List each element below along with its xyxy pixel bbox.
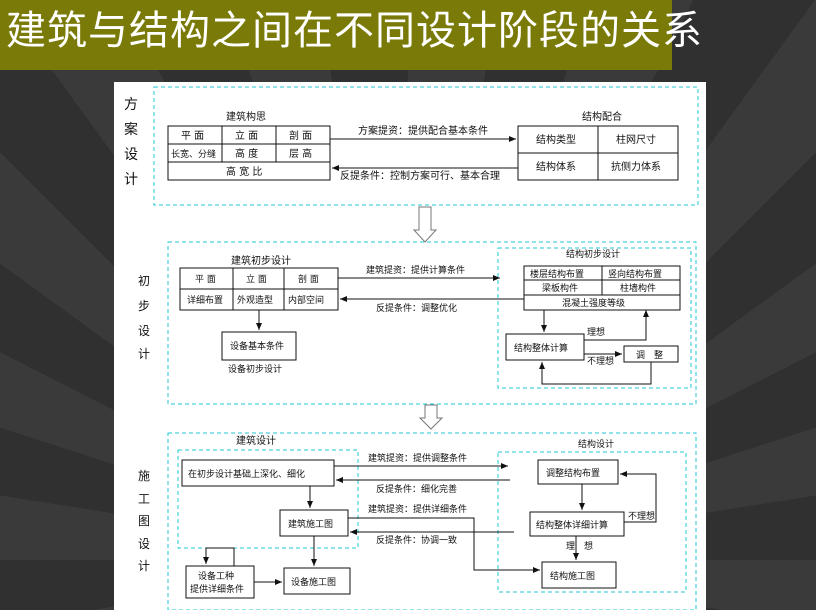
feedback-label: 反提条件：控制方案可行、基本合理 <box>340 169 500 182</box>
struct-subframe <box>497 247 692 389</box>
stage-label-char: 图 <box>138 514 150 528</box>
struct-cell: 竖向结构布置 <box>608 268 662 280</box>
equip-basic-box <box>221 331 297 361</box>
forward-label: 建筑提资：提供调整条件 <box>368 452 467 464</box>
arch-cell: 平 面 <box>195 274 216 285</box>
equip-drawing-label: 设备施工图 <box>291 576 336 588</box>
forward-label: 建筑提资：提供详细条件 <box>368 503 467 515</box>
stage-label-char: 计 <box>124 172 138 188</box>
adjust-label: 调 整 <box>636 349 663 361</box>
struct-cell: 抗侧力体系 <box>611 160 661 173</box>
stage-label-char: 方 <box>124 97 138 113</box>
ideal-label: 理想 <box>587 326 605 338</box>
stage-frame <box>167 241 697 405</box>
arch-cell: 长宽、分缝 <box>171 148 216 160</box>
struct-drawing-label: 结构施工图 <box>550 570 595 582</box>
flow-diagram: 方 案 设 计 建筑构思 平 面 立 面 剖 面 长宽、分缝 高 度 层 高 高… <box>124 86 699 610</box>
equip-basic-label: 设备基本条件 <box>230 340 284 352</box>
arch-cell: 层 高 <box>289 147 312 160</box>
detail-calc-label: 结构整体详细计算 <box>536 519 608 531</box>
arch-cell: 高 宽 比 <box>226 165 262 178</box>
diagram-sheet: 方 案 设 计 建筑构思 平 面 立 面 剖 面 长宽、分缝 高 度 层 高 高… <box>114 82 706 610</box>
stage-label-char: 计 <box>138 347 150 361</box>
adjust-layout-box <box>537 459 619 485</box>
struct-title: 结构初步设计 <box>566 248 620 260</box>
struct-cell: 混凝土强度等级 <box>562 297 625 309</box>
ideal-arrow <box>584 310 649 341</box>
stage-transition-arrow <box>412 206 438 243</box>
struct-cell: 梁板构件 <box>542 282 578 294</box>
struct-prelim-table <box>523 265 681 311</box>
arch-title: 建筑初步设计 <box>231 254 291 267</box>
arch-cell: 剖 面 <box>289 129 312 142</box>
deepen-label: 在初步设计基础上深化、细化 <box>188 468 305 480</box>
struct-title: 结构设计 <box>578 438 614 450</box>
struct-cell: 楼层结构布置 <box>530 268 584 280</box>
arch-drawing-label: 建筑施工图 <box>288 518 333 530</box>
feedback-label: 反提条件：协调一致 <box>376 534 457 546</box>
struct-cell: 结构体系 <box>536 160 576 173</box>
arch-cell: 剖 面 <box>298 273 319 285</box>
equip-type-label: 提供详细条件 <box>190 583 244 595</box>
arch-cell: 外观造型 <box>237 294 273 306</box>
stage-frame <box>167 432 697 610</box>
struct-drawing-box <box>541 561 617 589</box>
forward-label: 方案提资：提供配合基本条件 <box>358 124 488 137</box>
equip-type-label: 设备工种 <box>198 570 234 582</box>
arch-subframe <box>177 449 359 549</box>
struct-cell: 柱网尺寸 <box>616 133 656 146</box>
forward-label: 建筑提资：提供计算条件 <box>366 264 465 276</box>
calc-label: 结构整体计算 <box>514 342 568 354</box>
stage-label-char: 步 <box>138 299 150 313</box>
struct-subframe <box>497 451 687 593</box>
arch-concept-table <box>167 125 331 181</box>
struct-title: 结构配合 <box>582 110 622 123</box>
stage-label-char: 计 <box>138 559 150 573</box>
arch-cell: 内部空间 <box>288 294 324 306</box>
equip-drawing-box <box>283 567 351 595</box>
struct-cell: 结构类型 <box>536 133 576 146</box>
arch-cell: 高 度 <box>235 147 258 160</box>
arch-title: 建筑设计 <box>236 434 276 447</box>
arch-cell: 平 面 <box>181 131 204 142</box>
feedback-loop-arrow <box>203 547 235 566</box>
slide-title: 建筑与结构之间在不同设计阶段的关系 <box>6 8 703 54</box>
struct-cell: 柱墙构件 <box>620 282 656 294</box>
feedback-label: 反提条件：调整优化 <box>376 302 457 314</box>
stage-label-char: 案 <box>124 121 138 138</box>
stage-label-char: 设 <box>124 147 138 163</box>
stage-scheme: 方 案 设 计 建筑构思 平 面 立 面 剖 面 长宽、分缝 高 度 层 高 高… <box>124 86 699 206</box>
not-ideal-label: 不理想 <box>628 510 655 522</box>
arch-cell: 立 面 <box>235 129 258 142</box>
forward-arrow <box>348 517 540 573</box>
stage-label-char: 工 <box>138 492 150 506</box>
arch-cell: 立 面 <box>246 273 267 285</box>
loop-back-arrow <box>539 362 652 385</box>
stage-label-char: 设 <box>138 537 150 551</box>
feedback-label: 反提条件：细化完善 <box>376 483 457 495</box>
title-bar: 建筑与结构之间在不同设计阶段的关系 <box>0 0 702 70</box>
not-ideal-label: 不理想 <box>587 355 614 367</box>
arch-cell: 详细布置 <box>187 294 223 306</box>
arch-title: 建筑构思 <box>226 110 266 123</box>
stage-construction: 施 工 图 设 计 建筑设计 在初步设计基础上深化、细化 建筑施工图 设备施工图… <box>138 432 697 610</box>
stage-label-char: 设 <box>138 324 150 338</box>
calc-box <box>505 333 585 361</box>
equip-prelim-title: 设备初步设计 <box>228 363 282 375</box>
struct-coop-table <box>517 125 679 181</box>
stage-label-char: 初 <box>138 274 150 288</box>
stage-transition-arrow <box>418 404 444 430</box>
stage-preliminary: 初 步 设 计 建筑初步设计 平 面 立 面 剖 面 详细布置 外观造型 内部空… <box>138 241 697 405</box>
not-ideal-arrow <box>620 471 657 523</box>
ideal-label: 理 想 <box>566 540 593 552</box>
stage-label-char: 施 <box>138 469 150 483</box>
deepen-box <box>181 459 335 487</box>
detail-calc-box <box>529 511 625 537</box>
adjust-layout-label: 调整结构布置 <box>546 467 600 479</box>
stage-frame <box>153 86 699 206</box>
